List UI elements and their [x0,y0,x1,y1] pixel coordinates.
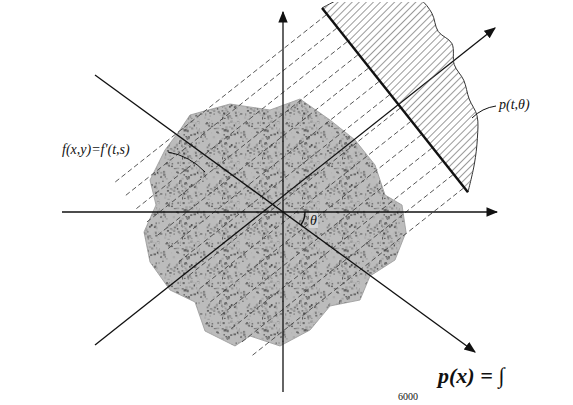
axis-number: 6000 [398,391,418,402]
projection-profile [322,2,478,192]
formula-fragment: p(x) = ∫ [438,364,504,388]
object-blob [144,99,406,346]
function-label: f(x,y)=f'(t,s) [62,142,130,157]
angle-label: θ [309,213,318,228]
projection-label: p(t,θ) [499,97,530,112]
leader-lines [168,106,496,172]
